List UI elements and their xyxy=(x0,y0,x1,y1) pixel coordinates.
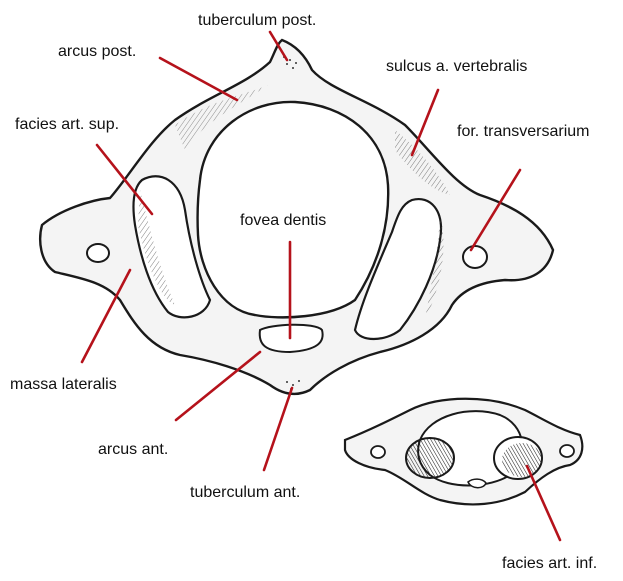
vertebral-foramen xyxy=(198,102,389,317)
small-left-transverse-foramen xyxy=(371,446,385,458)
label-massa-lateralis: massa lateralis xyxy=(10,376,117,394)
leader-tuberculum-ant xyxy=(264,388,292,470)
label-facies-art-sup: facies art. sup. xyxy=(15,116,119,134)
atlas-inferior-view xyxy=(345,399,582,505)
left-transverse-foramen xyxy=(87,244,109,262)
label-tuberculum-ant: tuberculum ant. xyxy=(190,484,300,502)
left-inferior-articular-facet xyxy=(406,438,454,478)
leader-arcus-post xyxy=(160,58,237,100)
label-for-transversarium: for. transversarium xyxy=(457,123,589,141)
right-inferior-facet-shading xyxy=(502,443,542,477)
label-tuberculum-post: tuberculum post. xyxy=(198,12,316,30)
right-transverse-foramen xyxy=(463,246,487,268)
label-arcus-post: arcus post. xyxy=(58,43,136,61)
label-arcus-ant: arcus ant. xyxy=(98,441,168,459)
label-sulcus-a-vertebralis: sulcus a. vertebralis xyxy=(386,58,527,76)
label-fovea-dentis: fovea dentis xyxy=(240,212,326,230)
label-facies-art-inf: facies art. inf. xyxy=(502,555,597,573)
small-right-transverse-foramen xyxy=(560,445,574,457)
